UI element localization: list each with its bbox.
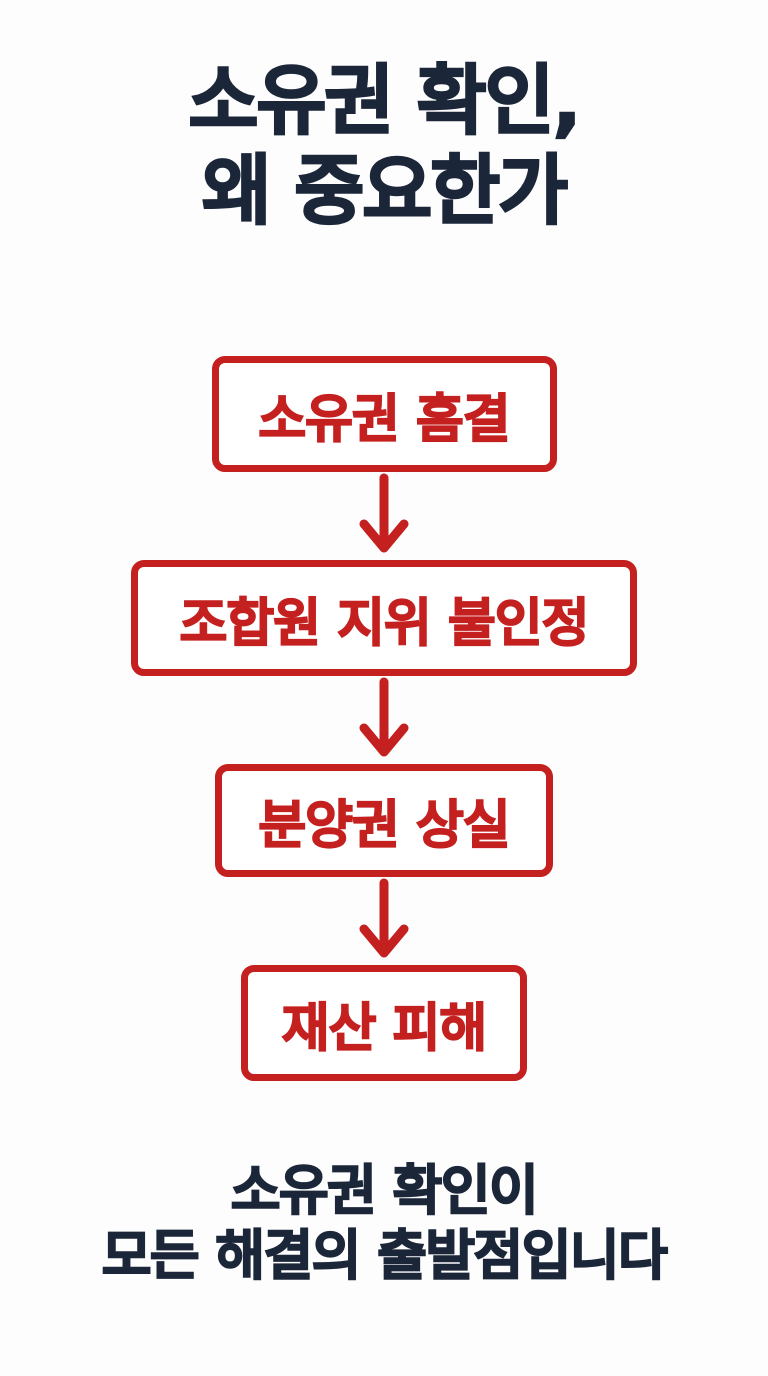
page-title: 소유권 확인, 왜 중요한가 [187, 55, 582, 236]
flow-node-4-label: 재산 피해 [281, 998, 488, 1060]
flow-node-3: 분양권 상실 [215, 764, 553, 878]
flow-node-2-label: 조합원 지위 불인정 [179, 593, 591, 655]
flow-node-4: 재산 피해 [241, 965, 527, 1082]
down-arrow-icon-2 [356, 676, 412, 764]
down-arrow-icon-1 [356, 472, 412, 560]
flow-node-1: 소유권 흠결 [211, 356, 557, 473]
flow-node-1-label: 소유권 흠결 [258, 389, 512, 451]
flow-node-2: 조합원 지위 불인정 [131, 560, 637, 677]
flowchart: 소유권 흠결 조합원 지위 불인정 분양권 상실 [131, 356, 637, 1082]
flow-node-3-label: 분양권 상실 [258, 795, 512, 857]
footer-caption: 소유권 확인이 모든 해결의 출발점입니다 [101, 1158, 669, 1288]
down-arrow-icon-3 [356, 877, 412, 965]
